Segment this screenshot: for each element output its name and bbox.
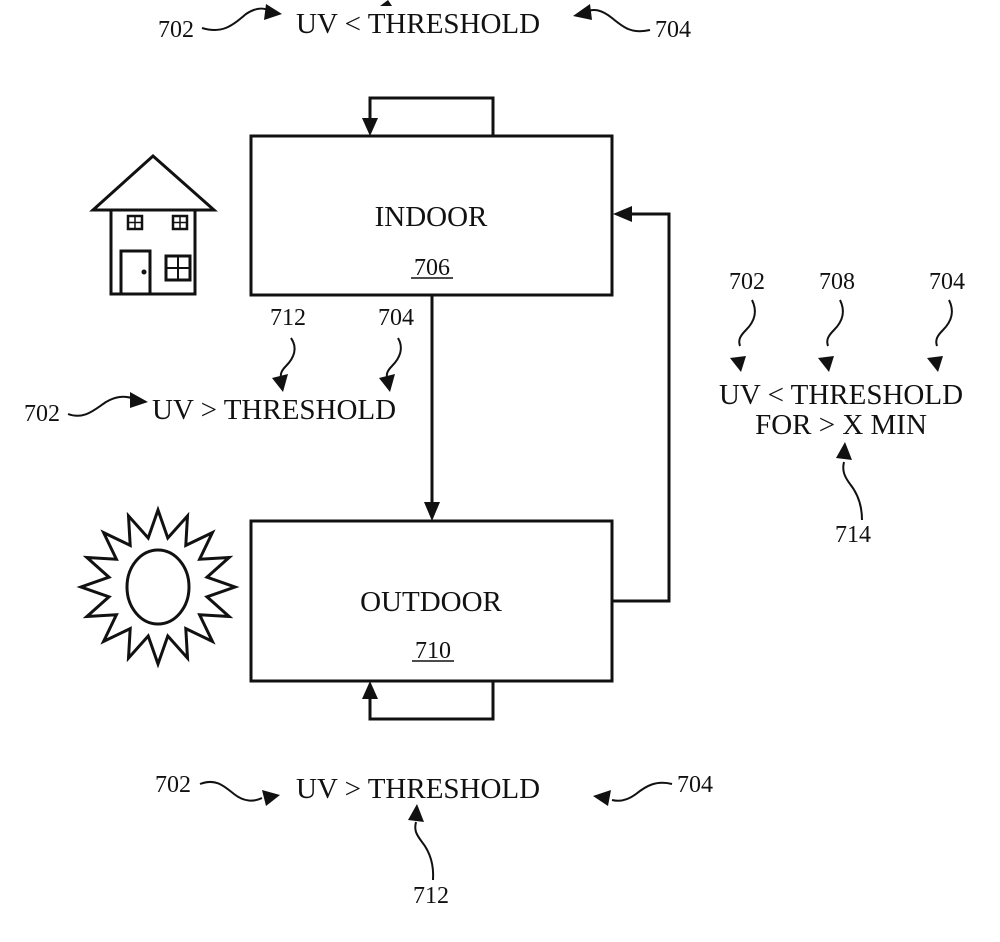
outdoor-to-indoor-line bbox=[612, 212, 671, 603]
ref-708-right: 708 bbox=[819, 269, 855, 295]
arrowhead-702-mid bbox=[130, 392, 148, 408]
outdoor-self-loop-arrowhead bbox=[362, 681, 378, 699]
outdoor-to-indoor-condition: UV < THRESHOLD FOR > X MIN 702 708 704 7… bbox=[719, 269, 965, 548]
arrowhead-704-right bbox=[927, 356, 943, 372]
outdoor-label: OUTDOOR bbox=[360, 586, 502, 618]
leader-702-top bbox=[201, 7, 273, 32]
sun-disc bbox=[125, 548, 191, 626]
arrowhead-702-top bbox=[264, 4, 282, 20]
sun-icon bbox=[76, 505, 240, 669]
outdoor-state: OUTDOOR 710 bbox=[249, 519, 614, 683]
leader-712-bottom bbox=[414, 821, 435, 881]
outdoor-to-indoor-condition-line1: UV < THRESHOLD bbox=[719, 379, 963, 411]
leader-702-bottom bbox=[199, 780, 263, 802]
leader-704-bottom bbox=[611, 781, 673, 802]
arrowhead-704-top bbox=[573, 4, 592, 20]
leader-714-right bbox=[842, 461, 863, 521]
leader-712-mid bbox=[279, 337, 296, 381]
outdoor-box bbox=[249, 519, 614, 683]
indoor-self-loop-arrowhead bbox=[362, 118, 378, 136]
arrowhead-708-right bbox=[818, 356, 834, 372]
outdoor-self-loop bbox=[368, 681, 495, 721]
outdoor-to-indoor-condition-line2: FOR > X MIN bbox=[755, 409, 927, 441]
bottom-condition-text: UV > THRESHOLD bbox=[296, 773, 540, 805]
indoor-state: INDOOR 706 bbox=[249, 134, 614, 297]
leader-702-mid bbox=[67, 395, 133, 417]
ref-704-right: 704 bbox=[929, 269, 965, 295]
ref-714-right: 714 bbox=[835, 522, 871, 548]
indoor-box bbox=[249, 134, 614, 297]
ref-702-right: 702 bbox=[729, 269, 765, 295]
ref-704-bottom: 704 bbox=[677, 772, 713, 798]
arrowhead-702-right bbox=[730, 356, 746, 372]
top-condition-text: UV < THRESHOLD bbox=[296, 8, 540, 40]
indoor-to-outdoor-condition-text: UV > THRESHOLD bbox=[152, 394, 396, 426]
leader-704-mid bbox=[385, 337, 402, 381]
indoor-label: INDOOR bbox=[375, 201, 488, 233]
ref-712-bottom: 712 bbox=[413, 883, 449, 909]
outdoor-to-indoor-arrowhead bbox=[613, 206, 632, 222]
indoor-to-outdoor-arrowhead bbox=[424, 502, 440, 521]
bottom-condition: UV > THRESHOLD 702 704 712 bbox=[155, 772, 713, 909]
indoor-to-outdoor-condition: UV > THRESHOLD 702 712 704 bbox=[24, 305, 414, 427]
arrowhead-712-bottom bbox=[408, 804, 424, 822]
house-icon bbox=[89, 153, 218, 296]
arrowhead-704-bottom bbox=[593, 790, 611, 806]
ref-702-top: 702 bbox=[158, 17, 194, 43]
leader-702-right bbox=[738, 299, 756, 347]
ref-702-bottom: 702 bbox=[155, 772, 191, 798]
leader-704-right bbox=[935, 299, 953, 347]
leader-704-top bbox=[585, 9, 651, 33]
arrowhead-702-bottom bbox=[262, 790, 280, 806]
indoor-ref: 706 bbox=[414, 255, 450, 281]
ref-702-mid: 702 bbox=[24, 401, 60, 427]
top-condition: UV < THRESHOLD 702 704 bbox=[158, 0, 691, 43]
ref-712-mid: 712 bbox=[270, 305, 306, 331]
arrowhead-714-right bbox=[836, 442, 852, 460]
ref-704-top: 704 bbox=[655, 17, 691, 43]
arrowhead-712-mid bbox=[272, 374, 288, 392]
arrowhead-704-mid bbox=[379, 374, 395, 392]
leader-708-right bbox=[826, 299, 844, 347]
ref-704-mid: 704 bbox=[378, 305, 414, 331]
outdoor-ref: 710 bbox=[415, 638, 451, 664]
partial-arrowhead bbox=[380, 0, 392, 6]
indoor-self-loop bbox=[368, 96, 495, 135]
